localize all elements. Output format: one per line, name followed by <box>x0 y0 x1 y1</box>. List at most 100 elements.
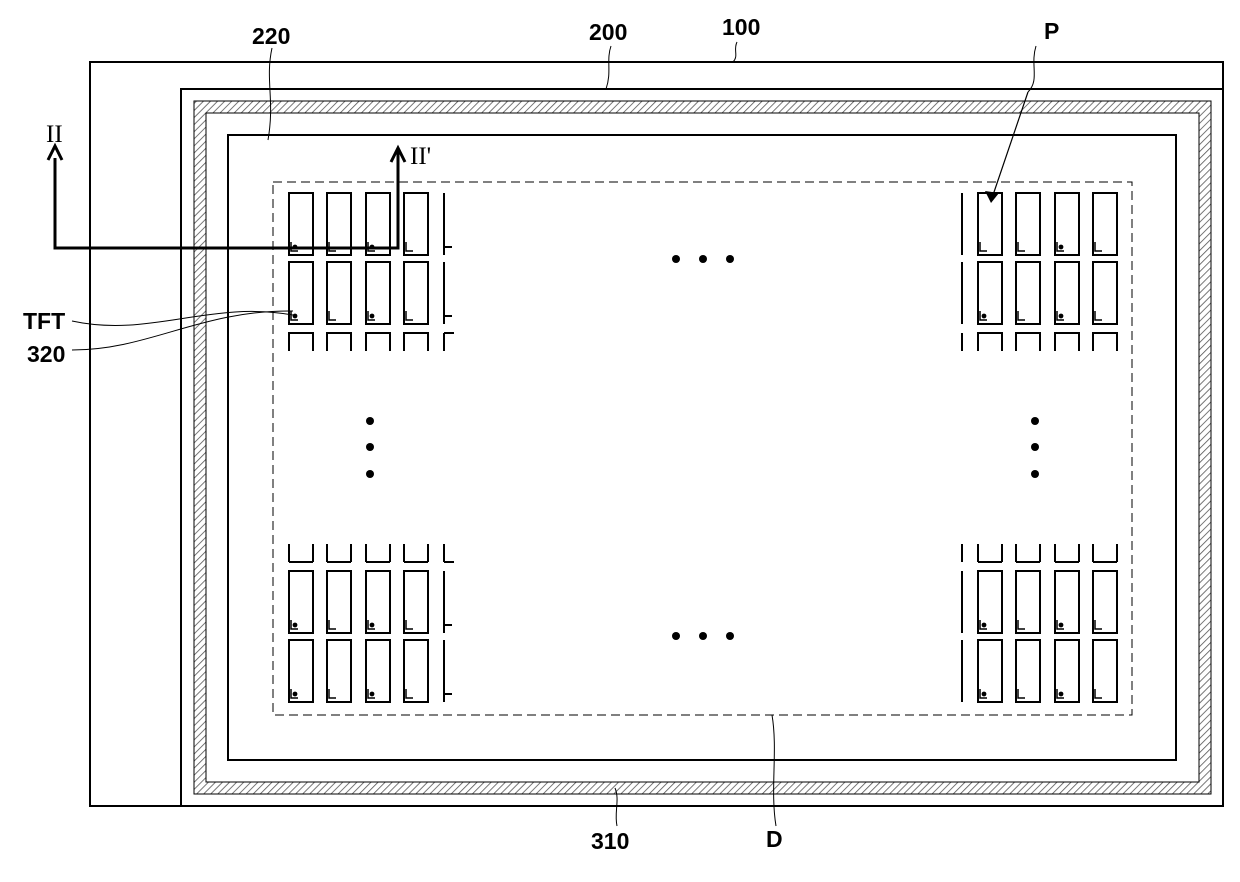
tft-notch <box>329 311 336 320</box>
pixel-stub <box>444 544 454 562</box>
tft-dot <box>1059 245 1064 250</box>
tft-dot <box>293 692 298 697</box>
pixel-stub <box>1016 544 1040 562</box>
dot <box>1031 443 1039 451</box>
pixel-cell-partial <box>444 193 452 255</box>
tft-dot <box>1059 314 1064 319</box>
pixel-stub <box>404 333 428 351</box>
tft-notch <box>1095 689 1102 698</box>
continuation-dots <box>366 255 1039 640</box>
dot <box>672 632 680 640</box>
pixel-cell <box>1055 262 1079 324</box>
tft-notch <box>1018 620 1025 629</box>
pixel-cell <box>327 571 351 633</box>
pixel-stub <box>289 544 313 562</box>
tft-dot <box>293 314 298 319</box>
tft-notch <box>329 689 336 698</box>
tft-dot <box>1059 692 1064 697</box>
pixel-cell <box>366 640 390 702</box>
dot <box>726 255 734 263</box>
tft-notch <box>406 242 413 251</box>
tft-dot <box>982 623 987 628</box>
pixel-stub <box>366 544 390 562</box>
tft-dot <box>370 623 375 628</box>
pixel-cell <box>404 262 428 324</box>
pixel-stub <box>444 333 454 351</box>
pixel-cell <box>1093 193 1117 255</box>
pixel-stub <box>327 333 351 351</box>
pixel-cell <box>1055 193 1079 255</box>
pixel-cell <box>1055 571 1079 633</box>
pixel-stub <box>1016 333 1040 351</box>
label-section-end: II' <box>410 143 431 170</box>
label-320: 320 <box>27 341 65 367</box>
label-d: D <box>766 826 783 852</box>
label-p: P <box>1044 18 1059 44</box>
tft-notch <box>329 620 336 629</box>
pixel-cell <box>366 262 390 324</box>
tft-dot <box>982 692 987 697</box>
pixel-cell-partial <box>444 262 452 324</box>
pixel-cell <box>404 640 428 702</box>
pixel-cell <box>978 193 1002 255</box>
pixel-array <box>289 193 1117 702</box>
tft-dot <box>370 314 375 319</box>
dot <box>699 632 707 640</box>
pixel-cell <box>404 571 428 633</box>
pixel-cell <box>978 640 1002 702</box>
tft-notch <box>1095 311 1102 320</box>
tft-notch <box>406 311 413 320</box>
pixel-stub <box>327 544 351 562</box>
pixel-cell <box>404 193 428 255</box>
pixel-cell <box>978 262 1002 324</box>
dot <box>672 255 680 263</box>
pixel-stub <box>366 333 390 351</box>
label-310: 310 <box>591 828 629 854</box>
pixel-cell <box>327 262 351 324</box>
encapsulation-200 <box>181 89 1223 806</box>
label-220: 220 <box>252 23 290 49</box>
pixel-cell-partial <box>444 640 452 702</box>
dot <box>726 632 734 640</box>
pixel-cell <box>289 640 313 702</box>
pixel-stub <box>978 333 1002 351</box>
pixel-cell <box>366 193 390 255</box>
pixel-stub <box>404 544 428 562</box>
dot <box>366 443 374 451</box>
tft-dot <box>1059 623 1064 628</box>
label-section-start: II <box>46 121 63 148</box>
pixel-cell-partial <box>444 571 452 633</box>
dot <box>366 417 374 425</box>
dot <box>1031 417 1039 425</box>
pixel-cell <box>1016 193 1040 255</box>
pixel-cell <box>1093 262 1117 324</box>
pixel-stub <box>1093 333 1117 351</box>
tft-notch <box>980 242 987 251</box>
tft-notch <box>1018 311 1025 320</box>
pixel-stub <box>289 333 313 351</box>
pixel-cell <box>327 640 351 702</box>
tft-notch <box>1095 620 1102 629</box>
tft-dot <box>982 314 987 319</box>
pixel-stub <box>1093 544 1117 562</box>
pixel-cell <box>289 193 313 255</box>
sealant-310 <box>194 101 1211 794</box>
pixel-stub <box>1055 544 1079 562</box>
substrate-100 <box>90 62 1223 806</box>
pixel-stub <box>978 544 1002 562</box>
pixel-cell <box>1055 640 1079 702</box>
leader-lines <box>72 42 1036 826</box>
dot <box>699 255 707 263</box>
tft-notch <box>406 620 413 629</box>
pixel-cell <box>1016 571 1040 633</box>
tft-notch <box>1018 689 1025 698</box>
pixel-cell <box>1093 571 1117 633</box>
pixel-cell <box>289 571 313 633</box>
label-100: 100 <box>722 14 760 40</box>
pixel-cell <box>366 571 390 633</box>
dot <box>366 470 374 478</box>
pixel-cell <box>1093 640 1117 702</box>
dot <box>1031 470 1039 478</box>
tft-notch <box>406 689 413 698</box>
